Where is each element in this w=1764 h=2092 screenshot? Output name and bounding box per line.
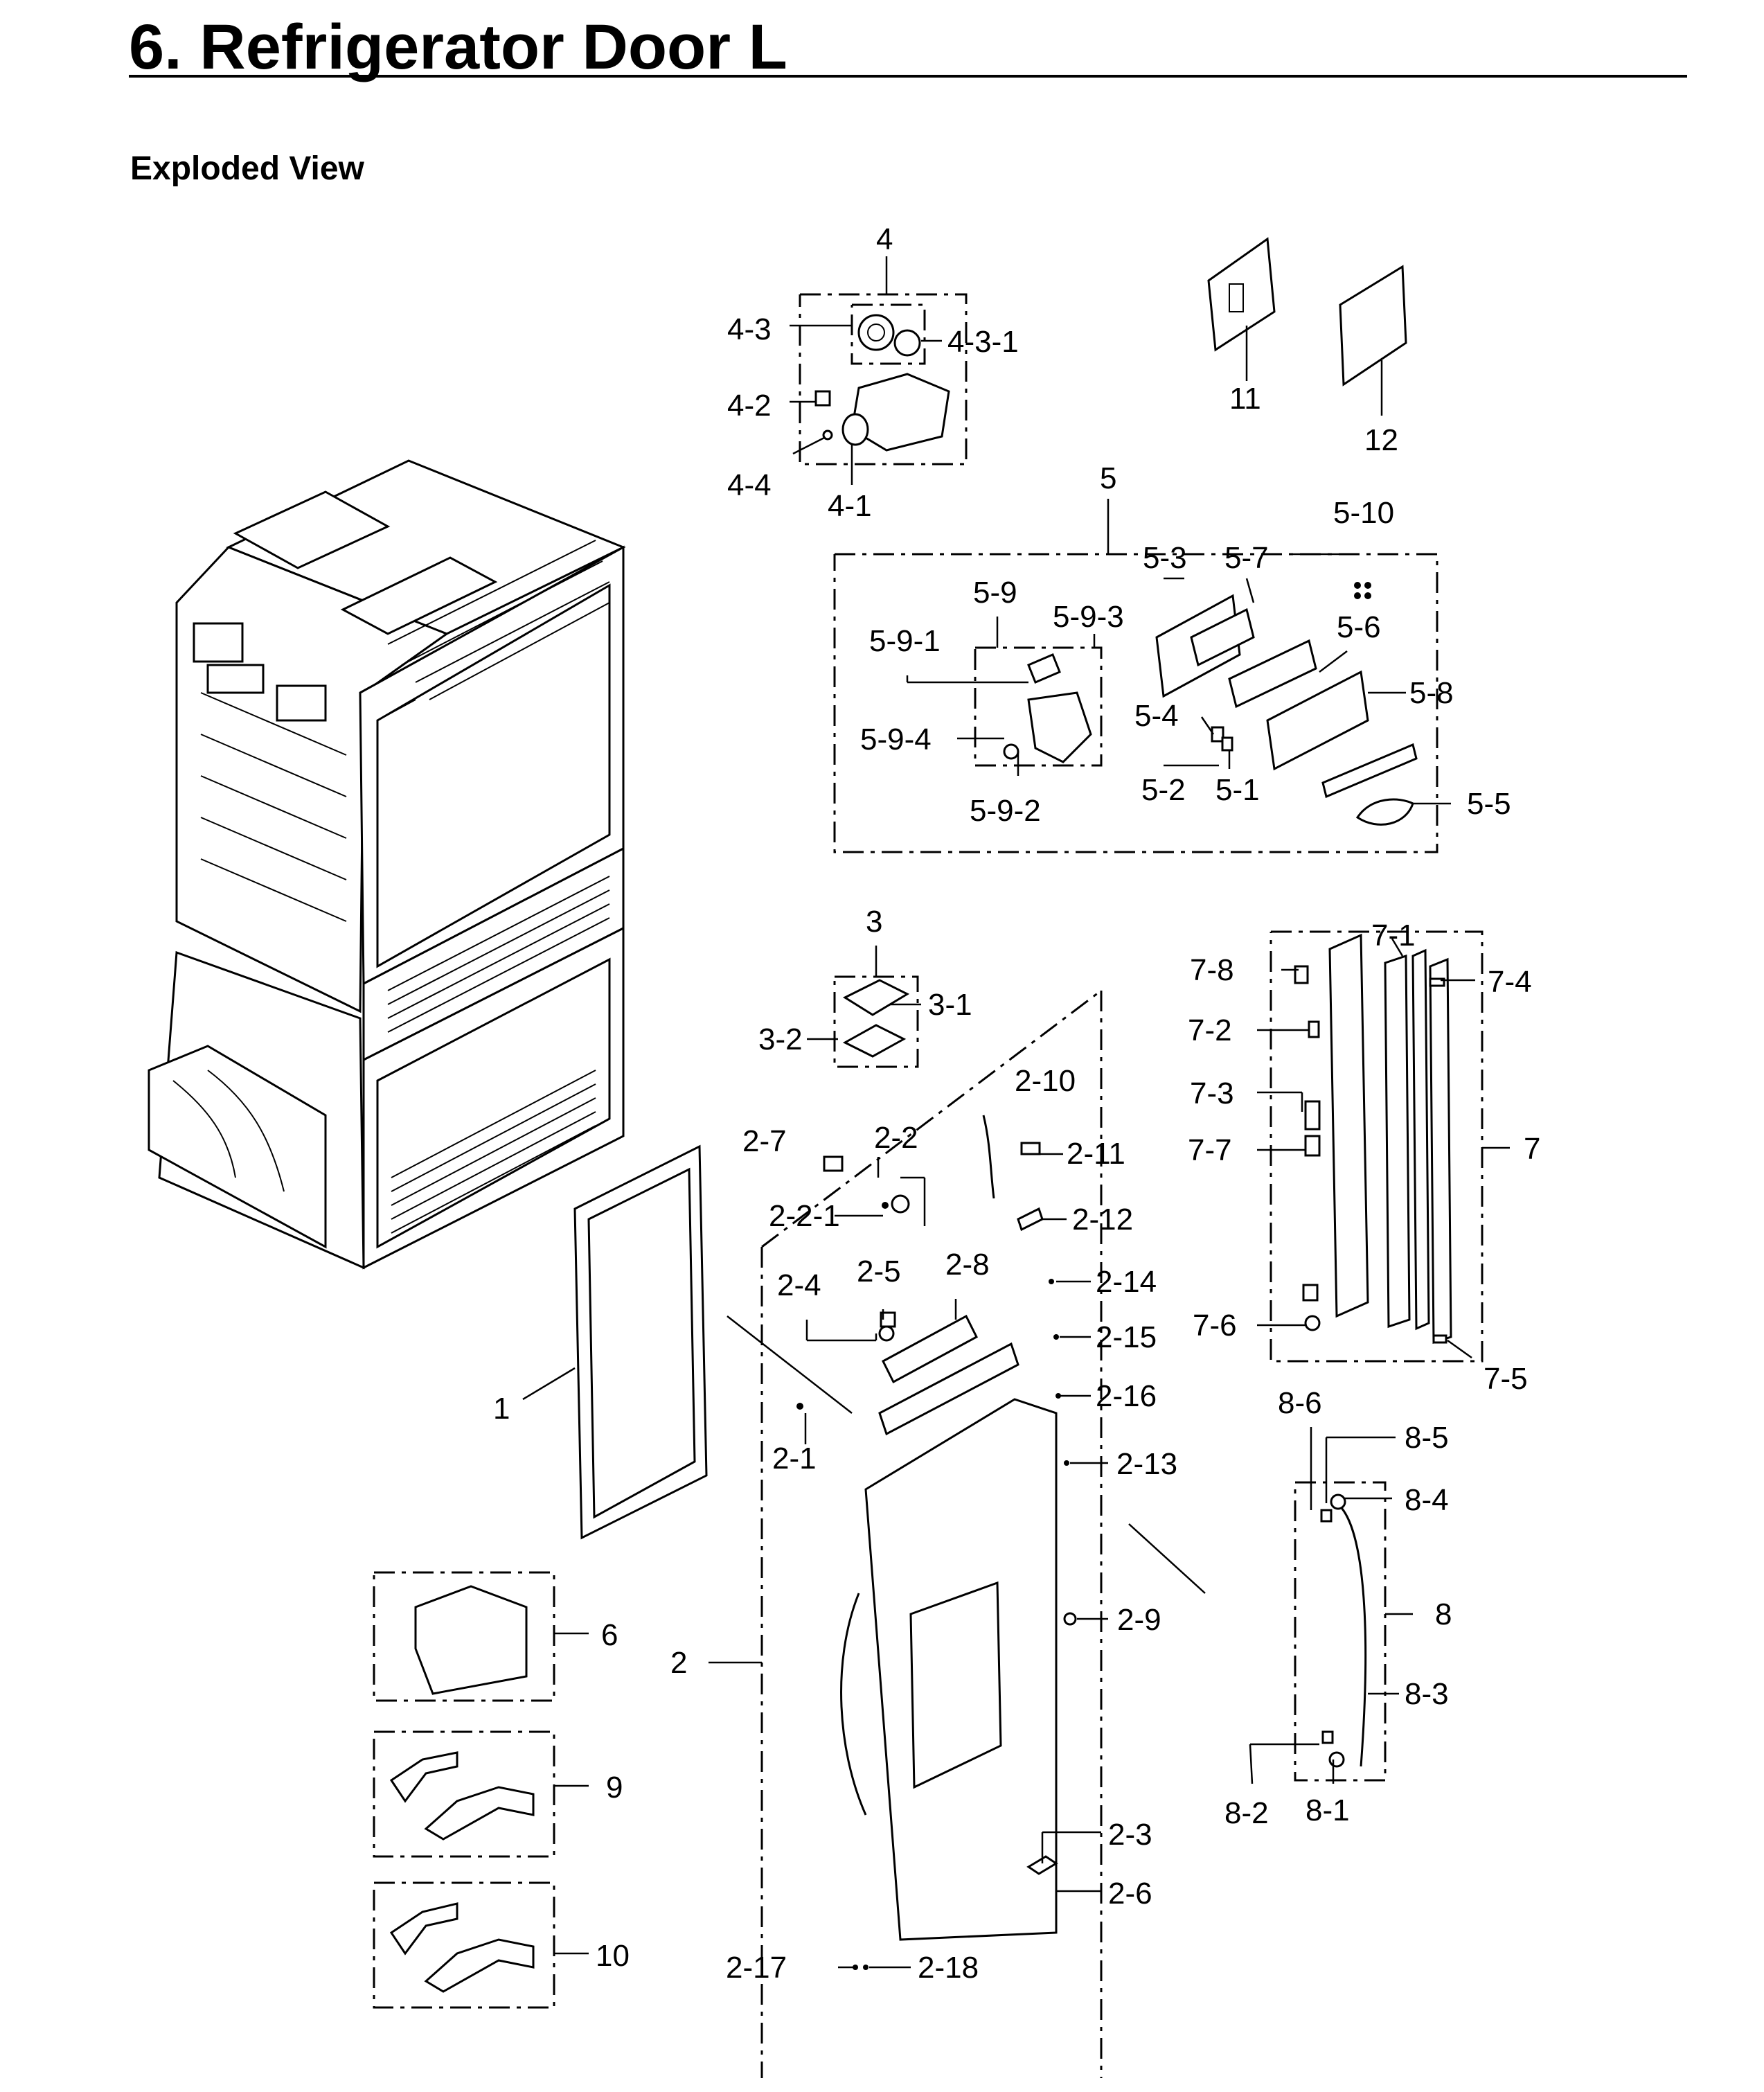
label-2-13: 2-13 bbox=[1116, 1447, 1177, 1481]
label-2-6: 2-6 bbox=[1108, 1877, 1152, 1911]
label-2-3: 2-3 bbox=[1108, 1818, 1152, 1852]
label-5-1: 5-1 bbox=[1215, 773, 1260, 807]
label-2-11: 2-11 bbox=[1067, 1137, 1125, 1171]
label-5-9-2: 5-9-2 bbox=[970, 794, 1041, 828]
label-5-9-1: 5-9-1 bbox=[869, 624, 941, 658]
label-8-4: 8-4 bbox=[1405, 1483, 1449, 1517]
label-7-3: 7-3 bbox=[1190, 1076, 1234, 1110]
label-5-9: 5-9 bbox=[973, 576, 1017, 610]
label-2-1: 2-1 bbox=[772, 1442, 817, 1475]
door-trim-drawing bbox=[1269, 930, 1484, 1363]
label-5-2: 5-2 bbox=[1141, 773, 1186, 807]
label-2-12: 2-12 bbox=[1072, 1203, 1133, 1236]
dispenser-motor-drawing bbox=[799, 293, 968, 466]
label-7-7: 7-7 bbox=[1188, 1133, 1232, 1167]
label-9: 9 bbox=[606, 1771, 623, 1805]
label-8-2: 8-2 bbox=[1224, 1796, 1269, 1830]
label-4: 4 bbox=[876, 222, 893, 256]
label-2-14: 2-14 bbox=[1096, 1265, 1157, 1299]
label-5-6: 5-6 bbox=[1337, 610, 1381, 644]
door-bins-drawing bbox=[373, 1571, 555, 2009]
label-2-7: 2-7 bbox=[742, 1124, 787, 1158]
label-8-5: 8-5 bbox=[1405, 1421, 1449, 1455]
label-4-3: 4-3 bbox=[727, 312, 772, 346]
label-6: 6 bbox=[601, 1618, 618, 1652]
label-2-2: 2-2 bbox=[874, 1121, 918, 1155]
part-labels: 1 2 3 3-1 3-2 4 4-1 4-2 4-3 4-3-1 4-4 5 … bbox=[493, 222, 1540, 1985]
label-3-2: 3-2 bbox=[758, 1022, 803, 1056]
label-7: 7 bbox=[1524, 1132, 1540, 1166]
label-5-3: 5-3 bbox=[1143, 541, 1187, 575]
label-2-4: 2-4 bbox=[777, 1268, 821, 1302]
label-5-10: 5-10 bbox=[1333, 496, 1394, 530]
label-1: 1 bbox=[493, 1392, 510, 1426]
dispenser-cover-drawing bbox=[833, 553, 1438, 853]
label-2-8: 2-8 bbox=[945, 1248, 990, 1282]
refrigerator-cabinet-drawing bbox=[148, 459, 626, 1270]
label-7-1: 7-1 bbox=[1371, 919, 1416, 952]
label-2-10: 2-10 bbox=[1015, 1064, 1076, 1098]
label-5-8: 5-8 bbox=[1409, 676, 1454, 710]
ice-chute-drawing bbox=[833, 975, 919, 1068]
label-8-6: 8-6 bbox=[1278, 1386, 1322, 1420]
label-5-4: 5-4 bbox=[1134, 699, 1179, 733]
label-2-5: 2-5 bbox=[857, 1255, 901, 1288]
cover-drawings bbox=[1207, 237, 1407, 387]
label-5-9-3: 5-9-3 bbox=[1053, 600, 1124, 634]
label-2-18: 2-18 bbox=[918, 1951, 979, 1985]
label-2-15: 2-15 bbox=[1096, 1320, 1157, 1354]
label-2-16: 2-16 bbox=[1096, 1379, 1157, 1413]
label-3-1: 3-1 bbox=[928, 988, 972, 1022]
label-4-1: 4-1 bbox=[828, 489, 872, 523]
label-5-9-4: 5-9-4 bbox=[860, 723, 932, 756]
label-5-5: 5-5 bbox=[1467, 787, 1511, 821]
section-title: Exploded View bbox=[130, 150, 364, 187]
label-3: 3 bbox=[866, 905, 882, 939]
door-gasket-drawing bbox=[573, 1144, 708, 1540]
label-7-2: 7-2 bbox=[1188, 1013, 1232, 1047]
label-7-8: 7-8 bbox=[1190, 953, 1234, 987]
label-11: 11 bbox=[1229, 382, 1261, 416]
label-7-4: 7-4 bbox=[1488, 965, 1532, 999]
label-2: 2 bbox=[670, 1646, 687, 1680]
label-10: 10 bbox=[596, 1939, 630, 1973]
label-4-4: 4-4 bbox=[727, 468, 772, 502]
label-8-1: 8-1 bbox=[1306, 1793, 1350, 1827]
page-title: 6. Refrigerator Door L bbox=[129, 12, 787, 82]
title-rule bbox=[129, 75, 1687, 78]
label-8: 8 bbox=[1435, 1597, 1452, 1631]
label-7-5: 7-5 bbox=[1484, 1362, 1528, 1396]
label-5-7: 5-7 bbox=[1224, 541, 1269, 575]
label-7-6: 7-6 bbox=[1193, 1309, 1237, 1342]
label-4-3-1: 4-3-1 bbox=[947, 325, 1019, 359]
label-2-9: 2-9 bbox=[1117, 1603, 1161, 1637]
door-handle-drawing bbox=[1294, 1481, 1387, 1782]
door-assembly-drawing bbox=[760, 989, 1103, 2078]
label-2-17: 2-17 bbox=[726, 1951, 787, 1985]
label-12: 12 bbox=[1364, 423, 1398, 457]
label-5: 5 bbox=[1100, 461, 1116, 495]
label-2-2-1: 2-2-1 bbox=[769, 1199, 840, 1233]
label-8-3: 8-3 bbox=[1405, 1677, 1449, 1711]
label-4-2: 4-2 bbox=[727, 389, 772, 423]
